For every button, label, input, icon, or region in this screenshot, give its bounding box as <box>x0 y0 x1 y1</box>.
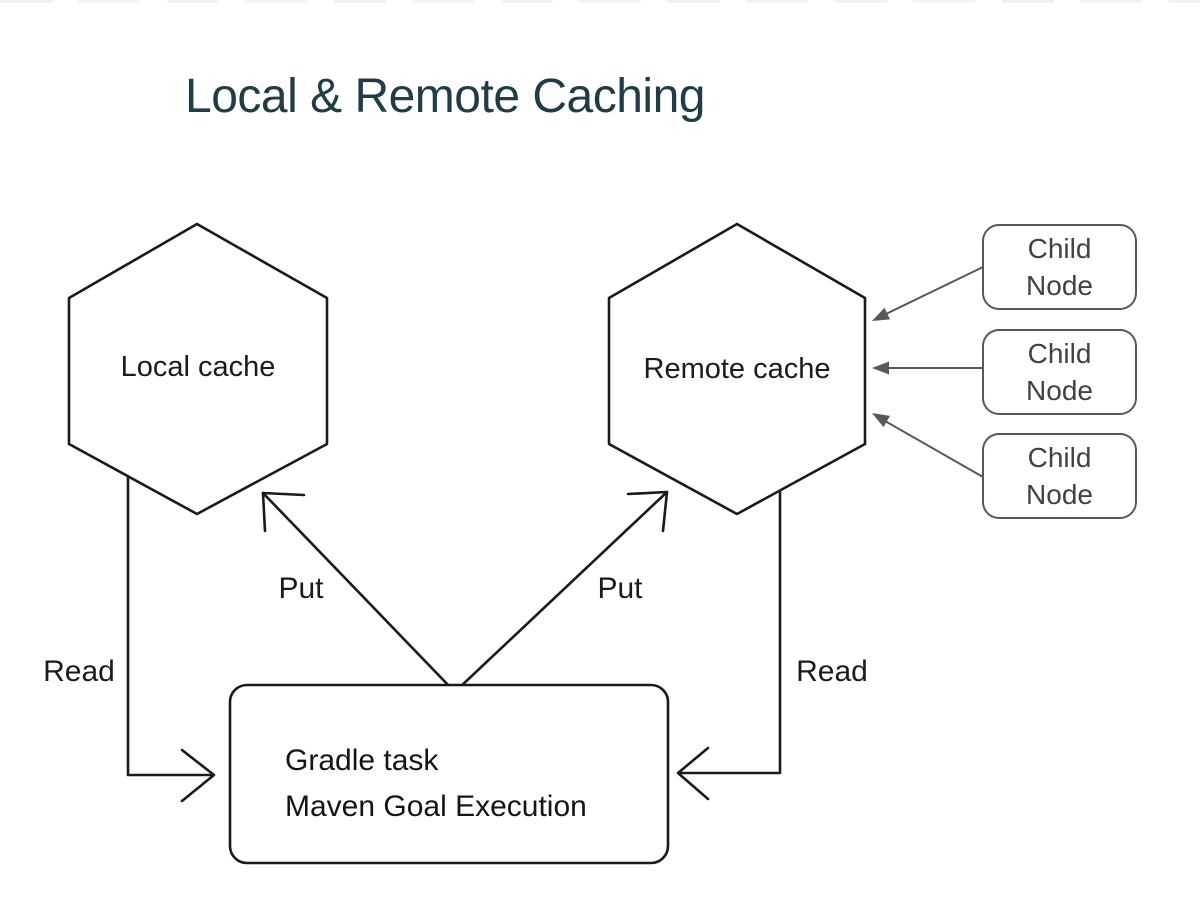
put-arrow-right-head <box>626 490 669 533</box>
child-arrow-1 <box>885 266 984 315</box>
child-node-box-2 <box>982 329 1137 415</box>
read-arrow-right-head <box>676 746 710 801</box>
child-arrow-1-head <box>872 307 891 321</box>
put-label-left: Put <box>278 572 324 605</box>
put-arrow-left-head <box>261 491 306 533</box>
page-title: Local & Remote Caching <box>185 70 705 123</box>
child-arrow-2-head <box>872 361 889 375</box>
read-arrow-left-head <box>180 748 216 803</box>
remote-cache-hexagon <box>607 222 867 516</box>
remote-cache-label: Remote cache <box>643 353 831 385</box>
child-arrow-3 <box>884 420 984 478</box>
read-arrow-left <box>126 474 214 777</box>
read-label-left: Read <box>43 655 115 688</box>
put-arrow-left <box>261 491 453 690</box>
top-edge-artifact <box>0 0 1200 3</box>
child-node-label: Child Node <box>1026 442 1093 510</box>
put-label-right: Put <box>597 572 643 605</box>
task-box <box>228 683 670 865</box>
child-node-label: Child Node <box>1026 233 1093 301</box>
put-arrow-right <box>457 490 669 690</box>
local-cache-label: Local cache <box>120 351 276 383</box>
child-node-box-1 <box>982 224 1137 310</box>
child-node-box-3 <box>982 433 1137 519</box>
child-arrow-3-head <box>872 413 890 428</box>
local-cache-hexagon <box>67 222 329 516</box>
read-arrow-right <box>678 488 782 775</box>
child-node-label: Child Node <box>1026 338 1093 406</box>
task-label: Gradle task Maven Goal Execution <box>285 744 587 823</box>
read-label-right: Read <box>796 655 868 688</box>
